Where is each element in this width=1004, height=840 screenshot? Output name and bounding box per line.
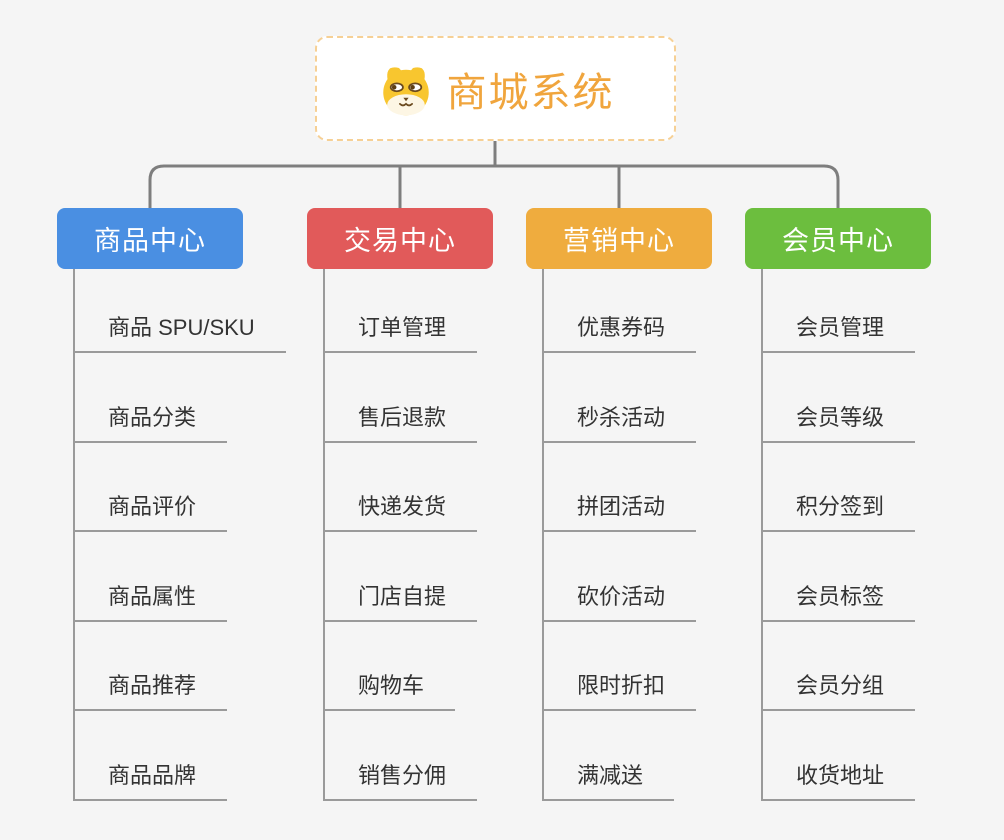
child-node[interactable]: 销售分佣 — [325, 761, 478, 801]
branch-2: 交易中心 订单管理 售后退款 快递发货 门店自提 购物车 销售分佣 — [307, 208, 493, 801]
branch-node[interactable]: 交易中心 — [307, 208, 493, 269]
child-node[interactable]: 售后退款 — [325, 403, 478, 443]
child-node[interactable]: 会员等级 — [763, 403, 916, 443]
dog-face-icon — [377, 61, 435, 117]
branch-3: 营销中心 优惠券码 秒杀活动 拼团活动 砍价活动 限时折扣 满减送 — [526, 208, 712, 801]
child-node[interactable]: 秒杀活动 — [544, 403, 697, 443]
child-node[interactable]: 商品分类 — [75, 403, 228, 443]
branch-node[interactable]: 商品中心 — [57, 208, 243, 269]
child-node[interactable]: 会员标签 — [763, 582, 916, 622]
child-node[interactable]: 快递发货 — [325, 492, 478, 532]
child-node[interactable]: 限时折扣 — [544, 671, 697, 711]
child-node[interactable]: 商品评价 — [75, 492, 228, 532]
child-node[interactable]: 门店自提 — [325, 582, 478, 622]
root-node[interactable]: 商城系统 — [315, 36, 676, 141]
branch-node[interactable]: 会员中心 — [745, 208, 931, 269]
child-node[interactable]: 订单管理 — [325, 313, 478, 353]
branch-children: 订单管理 售后退款 快递发货 门店自提 购物车 销售分佣 — [323, 269, 478, 801]
child-node[interactable]: 会员管理 — [763, 313, 916, 353]
child-node[interactable]: 商品品牌 — [75, 761, 228, 801]
child-node[interactable]: 满减送 — [544, 761, 675, 801]
child-node[interactable]: 购物车 — [325, 671, 456, 711]
child-node[interactable]: 商品 SPU/SKU — [75, 313, 286, 353]
child-node[interactable]: 砍价活动 — [544, 582, 697, 622]
child-node[interactable]: 优惠券码 — [544, 313, 697, 353]
branch-children: 优惠券码 秒杀活动 拼团活动 砍价活动 限时折扣 满减送 — [542, 269, 697, 801]
root-title: 商城系统 — [446, 70, 615, 115]
branch-children: 商品 SPU/SKU 商品分类 商品评价 商品属性 商品推荐 商品品牌 — [73, 269, 286, 801]
child-node[interactable]: 会员分组 — [763, 671, 916, 711]
branch-1: 商品中心 商品 SPU/SKU 商品分类 商品评价 商品属性 商品推荐 商品品牌 — [57, 208, 286, 801]
branch-4: 会员中心 会员管理 会员等级 积分签到 会员标签 会员分组 收货地址 — [745, 208, 931, 801]
child-node[interactable]: 商品推荐 — [75, 671, 228, 711]
child-node[interactable]: 积分签到 — [763, 492, 916, 532]
child-node[interactable]: 拼团活动 — [544, 492, 697, 532]
child-node[interactable]: 收货地址 — [763, 761, 916, 801]
branch-children: 会员管理 会员等级 积分签到 会员标签 会员分组 收货地址 — [761, 269, 916, 801]
branch-node[interactable]: 营销中心 — [526, 208, 712, 269]
child-node[interactable]: 商品属性 — [75, 582, 228, 622]
